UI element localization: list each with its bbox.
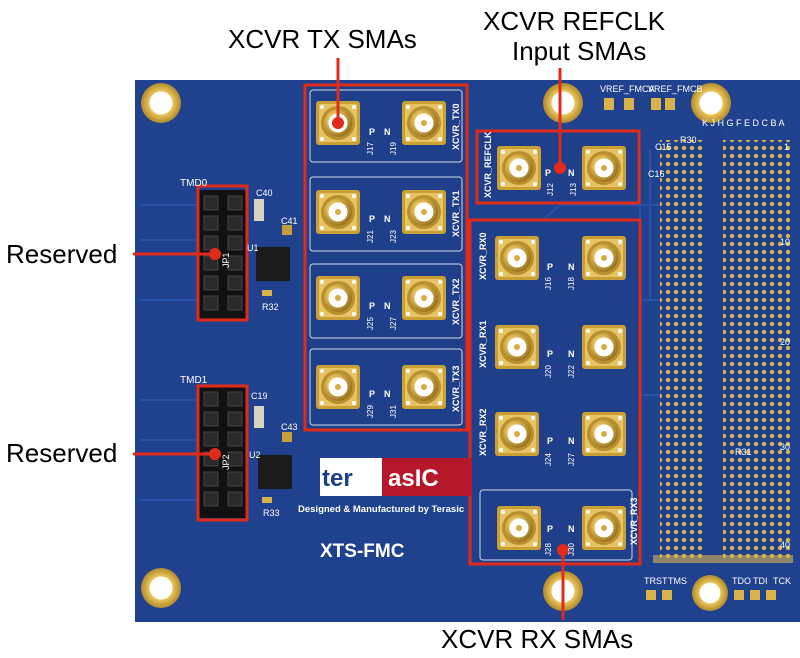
vref-pads bbox=[604, 98, 675, 110]
callout-tx-smas: XCVR TX SMAs bbox=[228, 24, 417, 54]
cap bbox=[254, 199, 264, 221]
sma-rx1-n bbox=[582, 325, 626, 369]
sma-tx0-n bbox=[402, 101, 446, 145]
logo-left-plate bbox=[320, 458, 382, 496]
callout-refclk-line2: Input SMAs bbox=[512, 36, 647, 66]
header-jp2 bbox=[199, 386, 247, 518]
callout-reserved-top: Reserved bbox=[6, 239, 118, 269]
sma-refclk-n bbox=[582, 146, 626, 190]
sma-rx3-n bbox=[582, 506, 626, 550]
callout-rx-smas: XCVR RX SMAs bbox=[441, 624, 634, 654]
fmc-connector-field bbox=[660, 140, 790, 560]
cap bbox=[254, 406, 264, 428]
sma-tx2-p bbox=[316, 276, 360, 320]
sma-tx3-p bbox=[316, 365, 360, 409]
sma-rx1-p bbox=[495, 325, 539, 369]
ic-u2 bbox=[258, 455, 292, 489]
sma-refclk-p bbox=[497, 146, 541, 190]
sma-tx3-n bbox=[402, 365, 446, 409]
jtag-pads bbox=[646, 590, 776, 600]
callout-refclk-line1: XCVR REFCLK bbox=[483, 6, 666, 36]
callout-reserved-bottom: Reserved bbox=[6, 438, 118, 468]
logo-right-plate bbox=[382, 458, 472, 496]
ic-u1 bbox=[256, 247, 290, 281]
sma-rx0-p bbox=[495, 236, 539, 280]
sma-tx1-p bbox=[316, 190, 360, 234]
sma-rx2-n bbox=[582, 412, 626, 456]
sma-rx2-p bbox=[495, 412, 539, 456]
sma-tx1-n bbox=[402, 190, 446, 234]
sma-rx0-n bbox=[582, 236, 626, 280]
sma-rx3-p bbox=[497, 506, 541, 550]
sma-tx2-n bbox=[402, 276, 446, 320]
